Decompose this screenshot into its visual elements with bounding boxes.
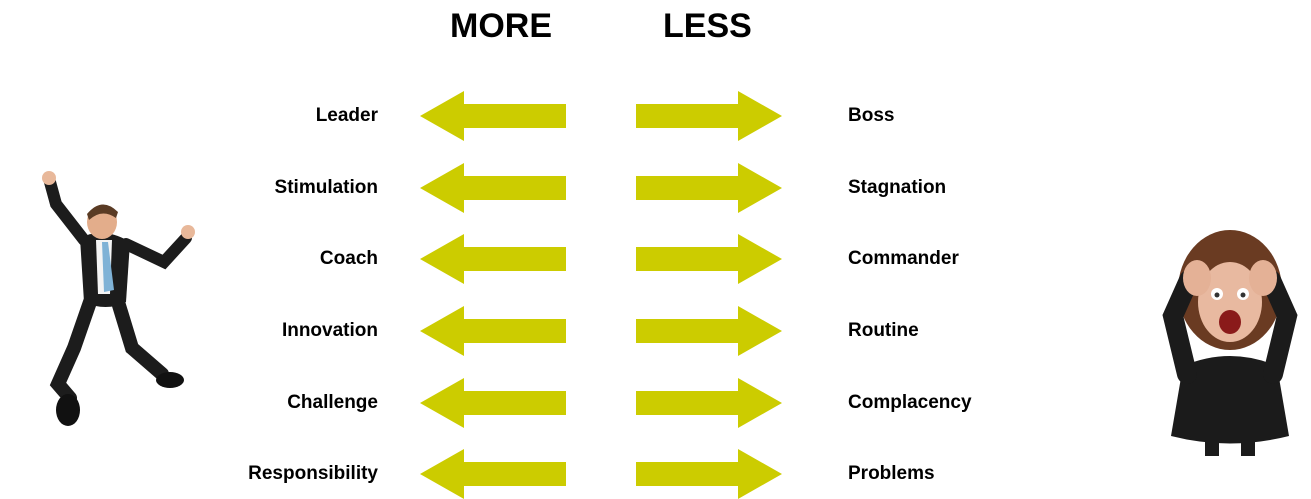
- arrow-left-icon: [420, 378, 566, 428]
- arrow-left-icon: [420, 163, 566, 213]
- comparison-row: Challenge Complacency: [0, 378, 1311, 428]
- comparison-row: Stimulation Stagnation: [0, 163, 1311, 213]
- arrow-right-icon: [636, 234, 782, 284]
- arrow-right-icon: [636, 378, 782, 428]
- comparison-row: Leader Boss: [0, 91, 1311, 141]
- more-label: Leader: [315, 105, 378, 126]
- more-label: Innovation: [281, 320, 378, 341]
- less-header: LESS: [663, 7, 752, 45]
- arrow-left-icon: [420, 234, 566, 284]
- stressed-woman-image: [1162, 230, 1298, 456]
- more-label: Stimulation: [274, 177, 378, 198]
- arrow-left-icon: [420, 306, 566, 356]
- less-label: Commander: [848, 248, 959, 269]
- arrow-right-icon: [636, 91, 782, 141]
- more-label: Challenge: [287, 392, 378, 413]
- comparison-row: Innovation Routine: [0, 306, 1311, 356]
- arrow-right-icon: [636, 449, 782, 499]
- arrow-right-icon: [636, 163, 782, 213]
- arrow-left-icon: [420, 449, 566, 499]
- less-label: Stagnation: [848, 177, 947, 198]
- more-label: Responsibility: [248, 463, 378, 484]
- less-label: Problems: [848, 463, 935, 484]
- arrow-left-icon: [420, 91, 566, 141]
- more-label: Coach: [319, 248, 378, 269]
- arrow-right-icon: [636, 306, 782, 356]
- less-label: Routine: [848, 320, 919, 341]
- comparison-row: Responsibility Problems: [0, 449, 1311, 499]
- jumping-businessman-image: [42, 171, 195, 426]
- less-label: Complacency: [848, 392, 972, 413]
- less-label: Boss: [848, 105, 895, 126]
- comparison-row: Coach Commander: [0, 234, 1311, 284]
- more-header: MORE: [450, 7, 552, 45]
